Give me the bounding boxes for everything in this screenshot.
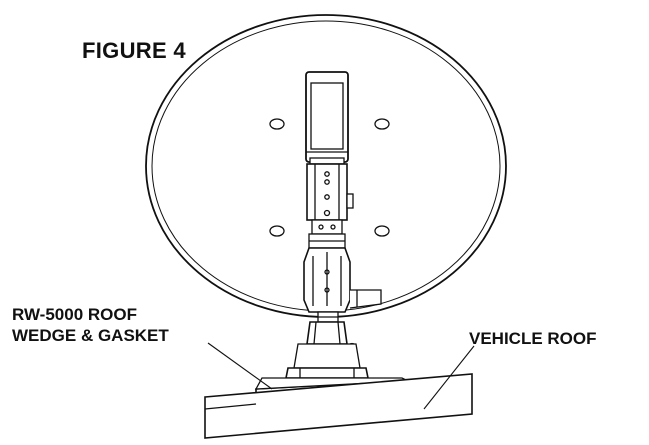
wedge-leader-line [207,342,273,390]
vehicle-roof [204,373,473,439]
vehicle-roof-label: VEHICLE ROOF [469,329,597,348]
support-arm [303,163,382,323]
mounting-holes [269,118,390,237]
wedge-label-line2: WEDGE & GASKET [12,326,169,345]
wedge-label-line1: RW-5000 ROOF [12,305,137,324]
lnb-head [305,71,349,165]
figure-title: FIGURE 4 [82,38,186,63]
mount-base [285,321,369,379]
roof-leader-line [423,345,475,410]
wedge-gasket-label: RW-5000 ROOF WEDGE & GASKET [12,304,169,346]
